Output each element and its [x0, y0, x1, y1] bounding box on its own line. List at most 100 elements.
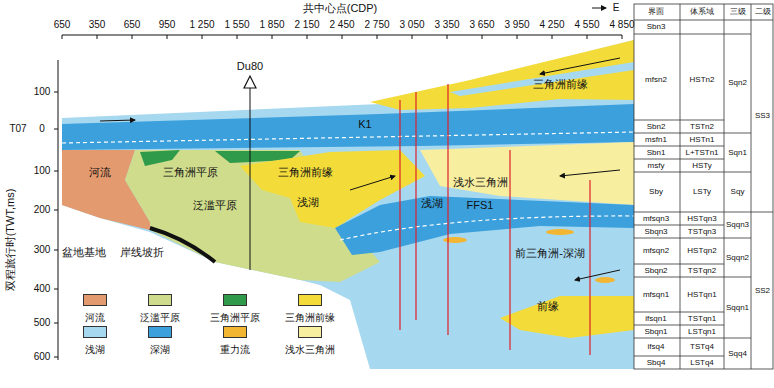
facies-fill — [62, 40, 634, 369]
table-cell: HSTn1 — [690, 135, 715, 144]
table-cell: Sqqn1 — [726, 303, 749, 312]
facies-label: 浅湖 — [297, 196, 319, 209]
axis-tick — [622, 35, 623, 39]
axis-tick — [412, 35, 413, 39]
table-cell: Sbqn1 — [644, 327, 667, 336]
table-grid — [634, 225, 724, 226]
facies-label: 前缘 — [537, 300, 559, 313]
fault-line — [399, 100, 400, 330]
table-grid — [634, 338, 751, 339]
table-cell: Sqy — [731, 187, 745, 196]
facies-label: 三角洲平原 — [163, 166, 218, 179]
table-grid — [634, 212, 773, 213]
legend-swatch — [83, 294, 107, 306]
axis-tick — [342, 35, 343, 39]
axis-label: 3 950 — [504, 19, 529, 31]
table-grid — [634, 172, 751, 173]
table-cell: 二级 — [755, 7, 771, 16]
facies-fill — [546, 229, 574, 235]
table-cell: msfy — [648, 161, 665, 170]
table-grid — [680, 4, 681, 369]
table-cell: LSTq4 — [690, 358, 714, 367]
progradation-arrow — [100, 58, 620, 280]
table-cell: mfsqn3 — [643, 214, 669, 223]
table-cell: Sbn3 — [647, 22, 666, 31]
table-grid — [634, 277, 751, 278]
axis-tick — [307, 35, 308, 39]
axis-tick — [202, 35, 203, 39]
table-cell: 三级 — [730, 7, 746, 16]
fault-line — [509, 150, 510, 350]
facies-fill — [370, 40, 634, 110]
table-grid — [634, 20, 773, 21]
axis — [54, 92, 58, 93]
table-grid — [634, 312, 724, 313]
axis-tick — [482, 35, 483, 39]
axis-label: 2 750 — [364, 19, 389, 31]
axis — [592, 8, 606, 9]
facies-fill — [335, 196, 634, 255]
table-cell: TSTqn1 — [688, 314, 716, 323]
axis — [54, 8, 622, 360]
axis — [54, 250, 58, 251]
facies-label: Du80 — [237, 60, 263, 73]
legend-label: 三角洲前缘 — [285, 312, 335, 324]
table-cell: Sby — [649, 187, 663, 196]
table-grid — [751, 4, 752, 369]
table-cell: HSTqn1 — [687, 290, 716, 299]
axis — [54, 357, 58, 358]
axis-label: 400 — [34, 283, 51, 295]
table-grid — [634, 4, 773, 369]
progradation-arrow — [100, 120, 135, 121]
fault-line — [589, 180, 590, 355]
axis-label: 4 250 — [539, 19, 564, 31]
table-grid — [634, 238, 751, 239]
facies-fill — [595, 277, 615, 283]
table-grid — [634, 356, 724, 357]
table-cell: TSTqn3 — [688, 227, 716, 236]
legend-swatch — [223, 294, 247, 306]
legend-label: 浅水三角洲 — [285, 344, 335, 356]
facies-label: 前三角洲-深湖 — [515, 247, 585, 260]
axis-label: 500 — [34, 317, 51, 329]
axis-label: 600 — [34, 351, 51, 363]
axis-tick — [167, 35, 168, 39]
legend-swatch — [83, 326, 107, 338]
progradation-arrow — [575, 270, 620, 280]
table-grid — [634, 264, 724, 265]
fault-line — [400, 84, 590, 355]
facies-label: 岸线坡折 — [120, 246, 164, 259]
axis-tick — [237, 35, 238, 39]
axis — [54, 210, 58, 211]
table-cell: SS2 — [755, 286, 770, 295]
axis-title: 共中心点(CDP) — [303, 2, 378, 15]
fault-line — [415, 92, 416, 320]
legend-swatch — [223, 326, 247, 338]
axis-label: 3 350 — [434, 19, 459, 31]
table-cell: ifsqn1 — [645, 314, 666, 323]
well-symbol — [244, 76, 256, 88]
table-grid — [634, 159, 724, 160]
fault-line — [447, 84, 448, 335]
table-cell: Sqqn3 — [726, 220, 749, 229]
legend-swatch — [298, 294, 322, 306]
table-grid — [724, 4, 725, 369]
axis-label: 300 — [34, 244, 51, 256]
progradation-arrow — [560, 170, 620, 176]
axis-tick — [97, 35, 98, 39]
axis-label: 4 550 — [574, 19, 599, 31]
axis-label: 1 550 — [224, 19, 249, 31]
axis-label: 1 850 — [259, 19, 284, 31]
axis-label: 3 050 — [399, 19, 424, 31]
table-grid — [634, 325, 724, 326]
axis-label: 200 — [34, 204, 51, 216]
table-grid — [634, 146, 724, 147]
facies-label: 河流 — [89, 166, 111, 179]
table-cell: TSTq4 — [690, 342, 714, 351]
axis-label: 2 450 — [329, 19, 354, 31]
legend-label: 浅湖 — [85, 344, 105, 356]
axis-label: 0 — [39, 123, 45, 135]
axis-tick — [552, 35, 553, 39]
table-cell: TSTn2 — [690, 122, 714, 131]
